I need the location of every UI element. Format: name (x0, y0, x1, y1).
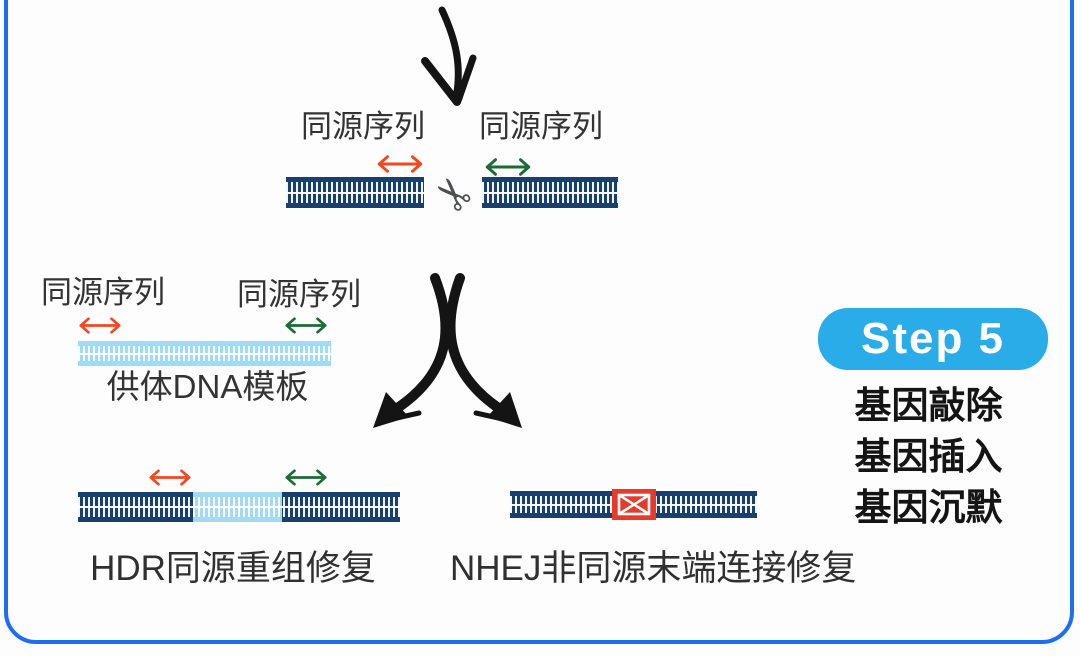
nhej-caption: NHEJ非同源末端连接修复 (450, 549, 857, 588)
double-arrow-red-donor (76, 315, 124, 336)
down-arrow-icon (412, 4, 487, 109)
gene-outcome-list: 基因敲除 基因插入 基因沉默 (826, 380, 1031, 533)
double-arrow-green-hdr (282, 467, 330, 488)
homology-label-donor-left: 同源序列 (41, 275, 165, 310)
gene-outcome-insertion: 基因插入 (854, 436, 1003, 477)
double-arrow-red-hdr (146, 467, 194, 488)
homology-label-top-left: 同源序列 (301, 109, 425, 144)
dna-strand-cut-left (286, 177, 424, 208)
dna-strand-cut-right (482, 177, 618, 208)
donor-template-label: 供体DNA模板 (106, 368, 309, 405)
double-arrow-green-top (482, 156, 534, 178)
mutation-x-icon (611, 489, 656, 520)
gene-outcome-silencing: 基因沉默 (854, 487, 1003, 528)
hdr-caption: HDR同源重组修复 (90, 549, 376, 588)
dna-strand-donor-template (78, 341, 331, 366)
homology-label-top-right: 同源序列 (479, 109, 603, 144)
homology-label-donor-right: 同源序列 (237, 277, 361, 312)
double-arrow-red-top (374, 153, 426, 175)
double-arrow-green-donor (282, 315, 330, 336)
scissors-icon: ✂ (423, 162, 485, 224)
dna-strand-hdr-repaired (78, 492, 400, 522)
step-badge: Step 5 (818, 308, 1048, 370)
curved-arrow-left-icon (355, 270, 540, 435)
gene-outcome-knockout: 基因敲除 (854, 385, 1003, 426)
dna-strand-nhej-repaired (510, 489, 757, 520)
